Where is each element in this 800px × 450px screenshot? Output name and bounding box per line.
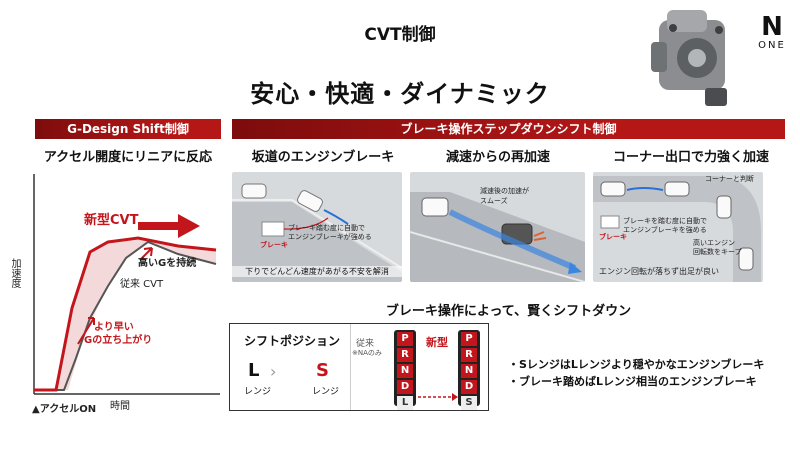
from-range-label: レンジ: [244, 387, 272, 397]
scene-1-callout: ブレーキ踏む度に自動で エンジンブレーキが強める: [288, 224, 372, 241]
scene-3-brake-label: ブレーキ: [599, 233, 627, 241]
early-rise-label-2: Gの立ち上がり: [84, 335, 153, 346]
logo-word: ONE: [758, 40, 786, 51]
accel-on-label: ▲アクセルON: [32, 404, 97, 415]
car-icon: [421, 197, 449, 217]
acceleration-chart: [33, 174, 220, 395]
gear-indicator: N: [461, 364, 477, 378]
old-cvt-label: 従来 CVT: [120, 279, 164, 290]
right-panel-band: ブレーキ操作ステップダウンシフト制御: [232, 119, 785, 139]
gear-indicator: D: [461, 380, 477, 394]
reacceleration-illustration: [410, 192, 585, 282]
scene-3-callout-top: コーナーと判断: [705, 175, 754, 183]
new-gear-column: P R N D S: [458, 330, 480, 410]
car-icon: [600, 181, 626, 197]
shift-position-box: シフトポジション L レンジ › S レンジ 従来 ※NAのみ P R N D …: [229, 323, 489, 411]
bullet-1: ・SレンジはLレンジより穏やかなエンジンブレーキ: [508, 358, 765, 371]
keep-g-arrow-icon: [139, 247, 153, 261]
n-one-logo: N ONE: [752, 14, 792, 51]
gear-indicator: P: [461, 332, 477, 346]
difference-area: [34, 238, 216, 390]
new-label: 新型: [426, 336, 448, 349]
bullet-2: ・ブレーキ踏めばLレンジ相当のエンジンブレーキ: [508, 375, 757, 388]
scene-3-callout-right-2: 回転数をキープ: [693, 248, 742, 256]
new-cvt-label: 新型CVT: [84, 213, 139, 228]
scene-1-brake-label: ブレーキ: [260, 241, 288, 249]
scene-2-callout-2: スムーズ: [480, 197, 508, 205]
old-note: ※NAのみ: [352, 349, 382, 357]
logo-letter: N: [761, 12, 783, 42]
gear-indicator: R: [461, 348, 477, 362]
to-range-letter: S: [316, 360, 329, 381]
gear-indicator-selected: L: [397, 396, 413, 410]
scene-2-panel: 減速後の加速が スムーズ: [410, 172, 585, 282]
gear-indicator: P: [397, 332, 413, 346]
scene-1-panel: ブレーキ踏む度に自動で エンジンブレーキが強める ブレーキ 下りでどんどん速度が…: [232, 172, 402, 282]
old-label: 従来: [356, 339, 375, 349]
car-icon: [297, 190, 323, 212]
gear-indicator-selected: S: [461, 396, 477, 410]
car-icon: [738, 247, 754, 271]
scene-3-caption: エンジン回転が落ちず出足が良い: [599, 267, 719, 276]
new-cvt-line: [34, 236, 217, 392]
brake-pedal-icon: [600, 215, 620, 229]
to-range-label: レンジ: [312, 387, 340, 397]
early-rise-arrow-icon: [77, 317, 95, 345]
keep-g-label: 高いGを持続: [138, 258, 197, 269]
scene-3-callout-mid-2: エンジンブレーキを強める: [623, 226, 707, 234]
scene-2-heading: 減速からの再加速: [445, 150, 550, 165]
gear-indicator: N: [397, 364, 413, 378]
scene-3-panel: コーナーと判断 ブレーキを踏む度に自動で エンジンブレーキを強める ブレーキ 高…: [593, 172, 763, 282]
shift-position-label: シフトポジション: [244, 334, 341, 348]
corner-illustration: [593, 176, 761, 282]
left-panel-band: G-Design Shift制御: [35, 119, 221, 139]
scene-1-caption: 下りでどんどん速度があがる不安を解消: [232, 266, 402, 277]
shift-arrow-icon: ›: [270, 362, 277, 381]
from-range-letter: L: [248, 360, 260, 381]
brake-pedal-icon: [261, 221, 285, 237]
car-icon: [716, 195, 732, 219]
old-gear-column: P R N D L: [394, 330, 416, 410]
x-axis-label: 時間: [110, 401, 130, 412]
scene-3-callout-right-1: 高いエンジン: [693, 239, 735, 247]
early-rise-label-1: より早い: [94, 322, 134, 333]
scene-1-heading: 坂道のエンジンブレーキ: [251, 150, 395, 165]
scene-3-callout-mid-1: ブレーキを踏む度に自動で: [623, 217, 707, 225]
left-panel-heading: アクセル開度にリニアに反応: [43, 150, 213, 165]
scene-2-callout-1: 減速後の加速が: [480, 187, 529, 195]
y-axis-label: 加速度: [9, 258, 20, 288]
gear-indicator: R: [397, 348, 413, 362]
scene-3-heading: コーナー出口で力強く加速: [612, 150, 769, 165]
divider: [350, 324, 351, 410]
cvt-transmission-image: [651, 10, 727, 106]
old-cvt-line: [34, 240, 217, 391]
new-cvt-arrow-icon: [138, 214, 200, 238]
downhill-illustration: [232, 183, 402, 282]
gear-indicator: D: [397, 380, 413, 394]
step-down-caption: ブレーキ操作によって、賢くシフトダウン: [385, 304, 632, 319]
car-icon: [664, 181, 690, 197]
slide-subtitle: 安心・快適・ダイナミック: [250, 80, 550, 108]
car-icon: [241, 183, 267, 199]
slide-title: CVT制御: [364, 25, 436, 45]
shift-change-arrow-icon: [418, 393, 458, 401]
